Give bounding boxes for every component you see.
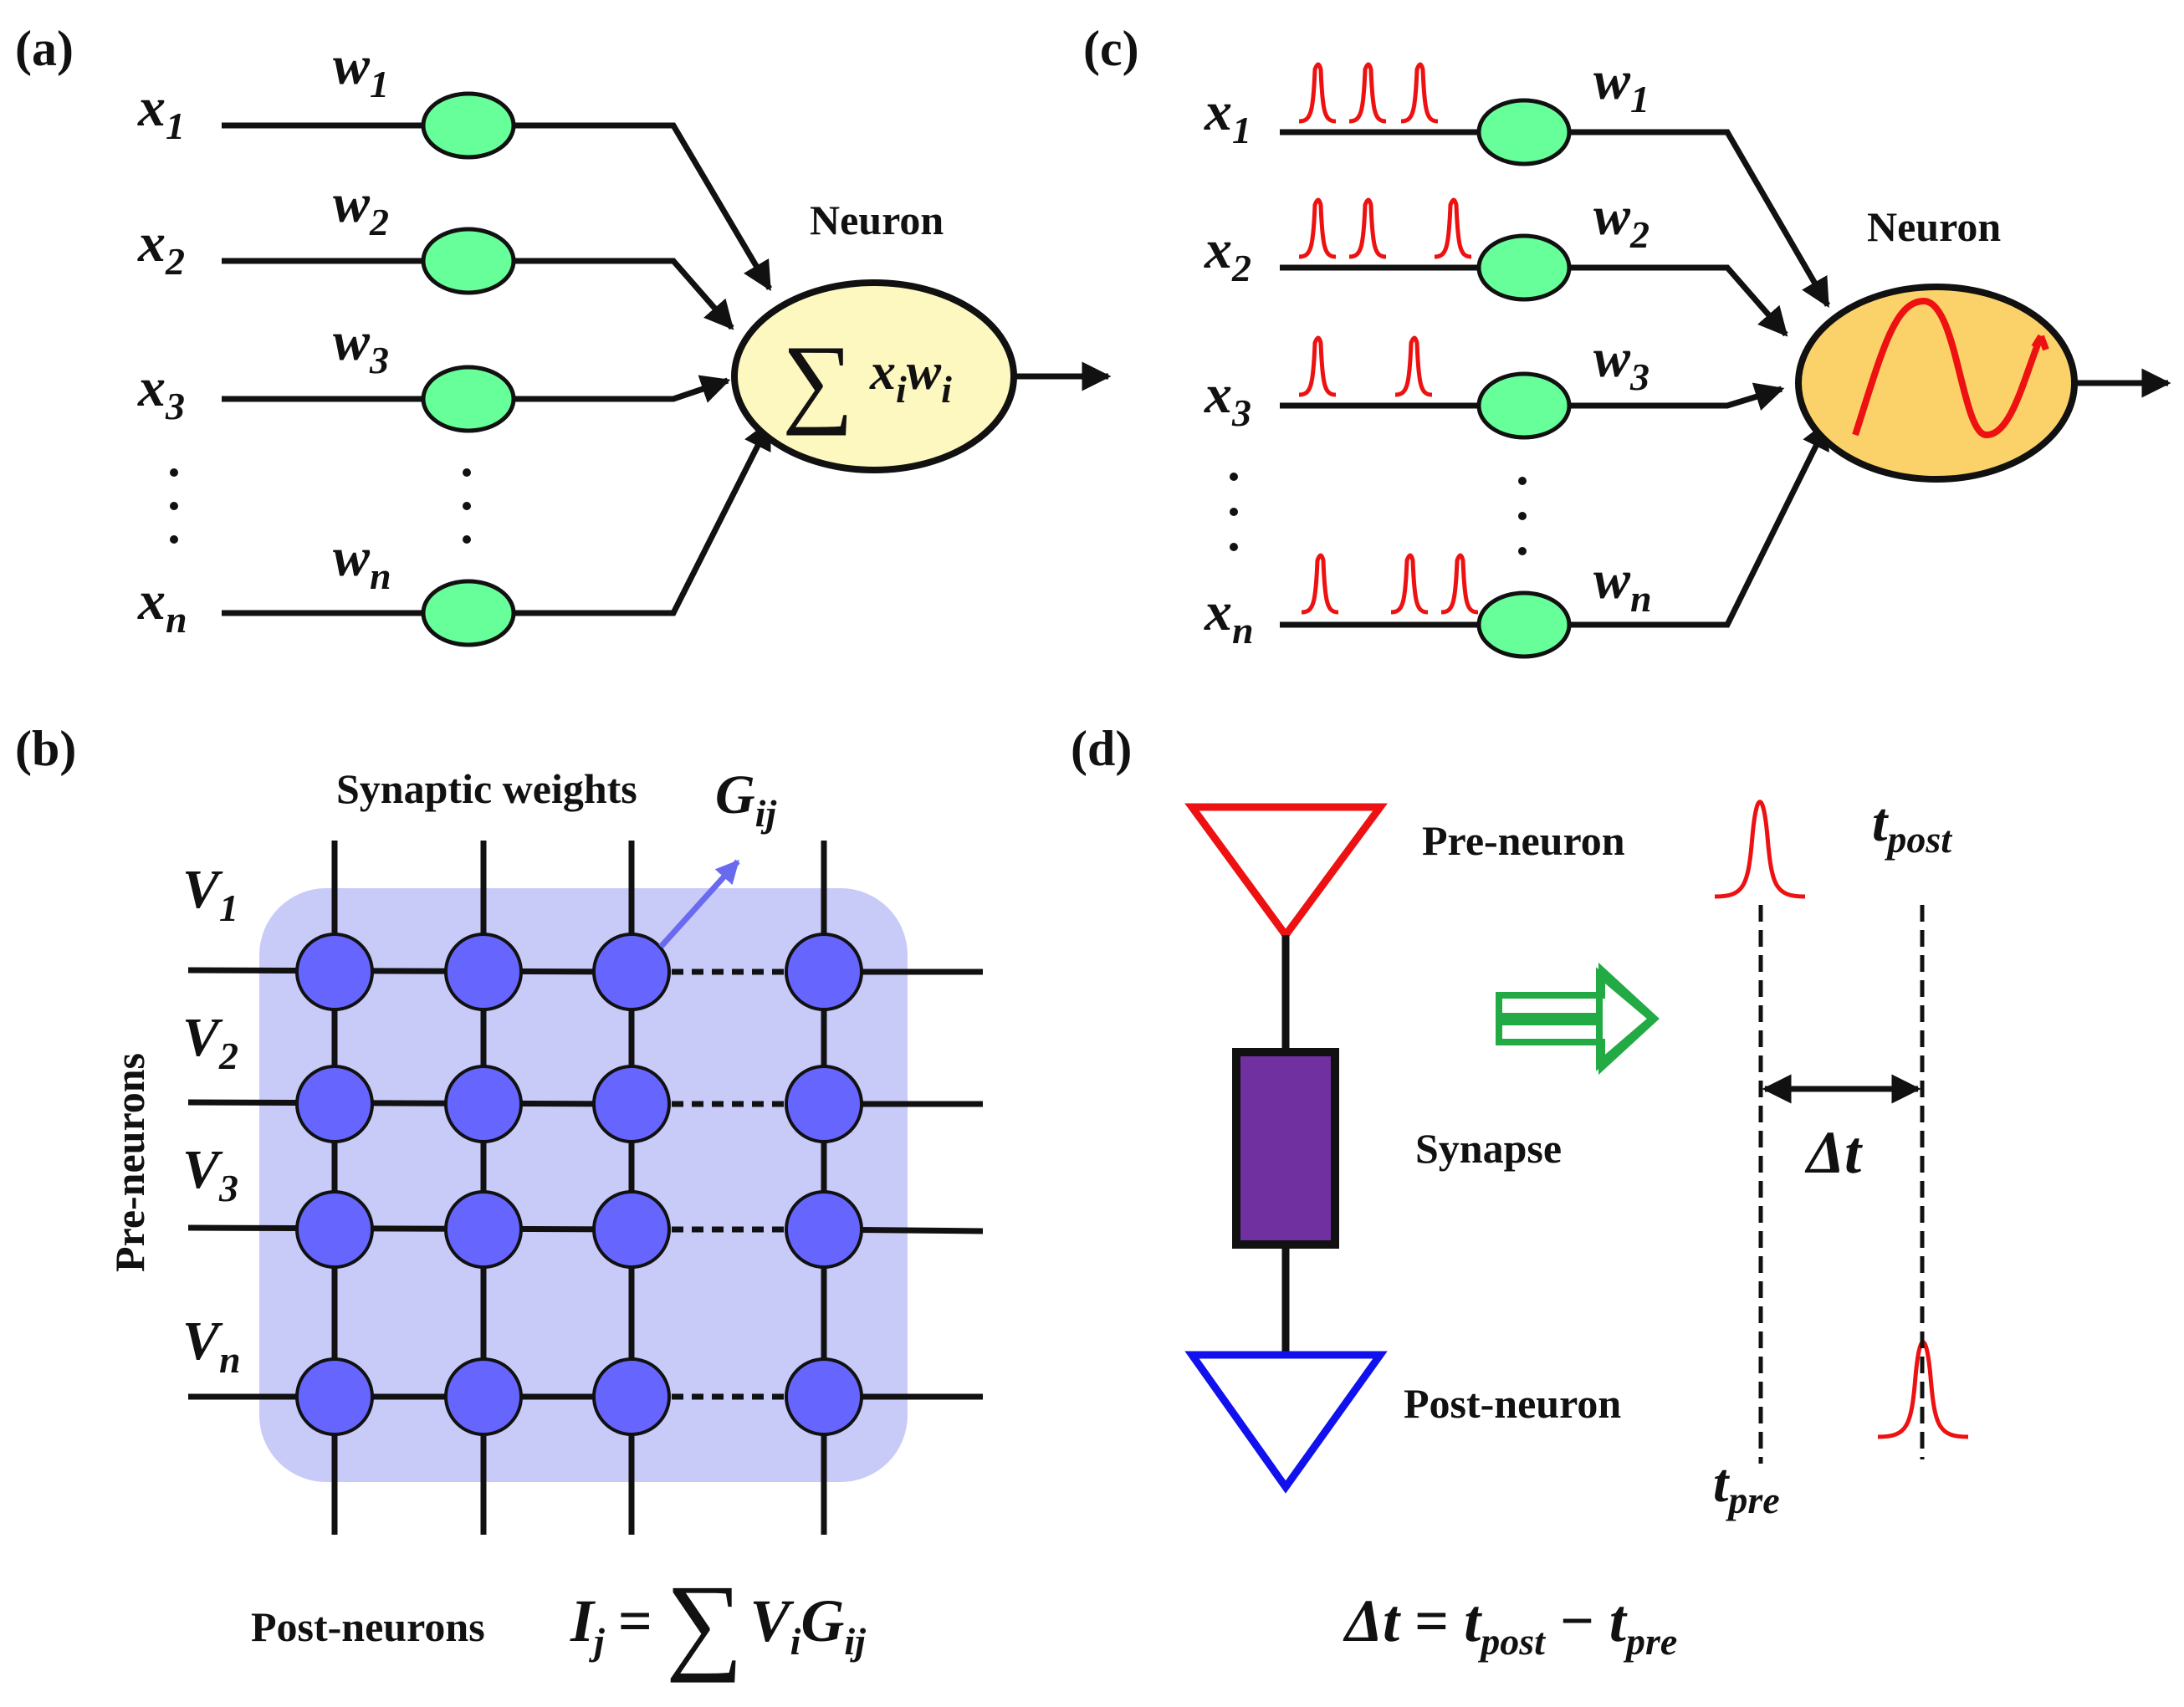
spike-4-2 xyxy=(1390,553,1429,615)
input-line-c3 xyxy=(1280,382,1785,411)
crossbar-nodes xyxy=(295,933,863,1436)
synapse-n xyxy=(421,579,516,647)
weight-w3: w3 xyxy=(333,311,389,381)
synapse-label: Synapse xyxy=(1415,1125,1562,1172)
post-neurons-label: Post-neurons xyxy=(251,1603,485,1650)
pre-neurons-label: Pre-neurons xyxy=(106,1053,153,1272)
spike-trains xyxy=(1298,62,1479,615)
synapse-2 xyxy=(421,227,516,295)
neuron-title-c: Neuron xyxy=(1867,203,2001,250)
row-v3: V3 xyxy=(182,1139,238,1209)
row-v2: V2 xyxy=(182,1007,238,1077)
neuron-c-body xyxy=(1795,284,2078,483)
panel-d: (d) Pre-neuron Synapse Post-neuron Δt tp… xyxy=(1071,721,1969,1663)
weight-symbol-gij: Gij xyxy=(715,764,776,835)
input-line-1 xyxy=(222,122,773,292)
synaptic-weights-title: Synaptic weights xyxy=(336,765,637,812)
spike-1-2 xyxy=(1348,62,1387,124)
spike-2-1 xyxy=(1298,197,1337,259)
weight-c-w2: w2 xyxy=(1593,186,1650,256)
spike-1-3 xyxy=(1400,62,1439,124)
post-neuron-triangle xyxy=(1184,1351,1388,1494)
spike-3-2 xyxy=(1394,335,1433,397)
spike-4-1 xyxy=(1301,553,1339,615)
ellipsis-dots-c xyxy=(1230,473,1527,555)
weight-c-w1: w1 xyxy=(1593,50,1650,120)
implies-arrow xyxy=(1496,962,1660,1076)
input-line-c1 xyxy=(1280,129,1831,309)
pre-spike xyxy=(1714,800,1806,899)
input-c-x1: x1 xyxy=(1204,81,1251,151)
weight-pointer-arrow xyxy=(658,859,740,949)
input-xn: xn xyxy=(137,570,187,641)
synapse-3 xyxy=(421,365,516,433)
panel-a-label: (a) xyxy=(15,21,74,76)
spike-2-2 xyxy=(1348,197,1387,259)
neuron-title-a: Neuron xyxy=(810,197,944,243)
pre-neuron-label: Pre-neuron xyxy=(1422,817,1625,864)
input-line-n xyxy=(222,419,773,616)
row-vn: Vn xyxy=(182,1311,241,1381)
panel-c: (c) x1 x2 x3 xn w1 w2 w3 wn Neuron xyxy=(1083,21,2171,659)
synapse-c1 xyxy=(1476,98,1572,166)
synapse-body xyxy=(1232,1048,1339,1249)
input-line-cn xyxy=(1280,419,1831,628)
sum-term: xiwi xyxy=(869,344,952,411)
t-pre-label: tpre xyxy=(1713,1453,1780,1521)
input-c-x3: x3 xyxy=(1204,364,1251,434)
weight-c-wn: wn xyxy=(1593,549,1652,620)
neuron-a-body xyxy=(731,279,1017,473)
spike-3-1 xyxy=(1298,335,1337,397)
delta-t-label: Δt xyxy=(1804,1119,1863,1186)
membrane-potential-wave xyxy=(1852,297,2049,439)
input-x1: x1 xyxy=(137,77,185,147)
panel-c-label: (c) xyxy=(1083,21,1139,76)
panel-a: (a) x1 x2 x3 xn w1 w2 w3 wn Neuron ∑ xiw… xyxy=(15,21,1112,647)
input-x3: x3 xyxy=(137,357,185,427)
weight-c-w3: w3 xyxy=(1593,328,1650,398)
panel-d-label: (d) xyxy=(1071,721,1132,776)
crossbar-array-background xyxy=(259,888,908,1482)
pre-neuron-triangle xyxy=(1184,803,1388,942)
input-line-3 xyxy=(222,375,731,403)
synapse-c3 xyxy=(1476,371,1572,440)
sum-sign: ∑ xyxy=(782,325,854,436)
ellipsis-dots xyxy=(170,468,471,544)
weight-w2: w2 xyxy=(333,173,389,243)
weight-w1: w1 xyxy=(333,35,389,105)
synapse-cn xyxy=(1476,590,1572,659)
panel-b: (b) Synaptic weights Gij xyxy=(15,721,984,1684)
input-x2: x2 xyxy=(137,212,185,283)
panel-b-label: (b) xyxy=(15,721,76,776)
post-neuron-label: Post-neuron xyxy=(1404,1380,1621,1427)
spike-1-1 xyxy=(1298,62,1337,124)
current-equation: Ij=∑ViGij xyxy=(570,1563,866,1684)
spike-4-3 xyxy=(1440,553,1479,615)
synapse-c2 xyxy=(1476,233,1572,302)
synapse-1 xyxy=(421,91,516,160)
input-line-c2 xyxy=(1280,264,1788,337)
t-post-label: tpost xyxy=(1872,792,1952,861)
input-c-xn: xn xyxy=(1204,581,1254,652)
weight-wn: wn xyxy=(333,527,391,597)
input-c-x2: x2 xyxy=(1204,219,1251,289)
spike-2-3 xyxy=(1434,197,1472,259)
input-line-2 xyxy=(222,258,734,330)
row-v1: V1 xyxy=(182,859,238,929)
delta-t-equation: Δt=tpost−tpre xyxy=(1343,1587,1677,1663)
